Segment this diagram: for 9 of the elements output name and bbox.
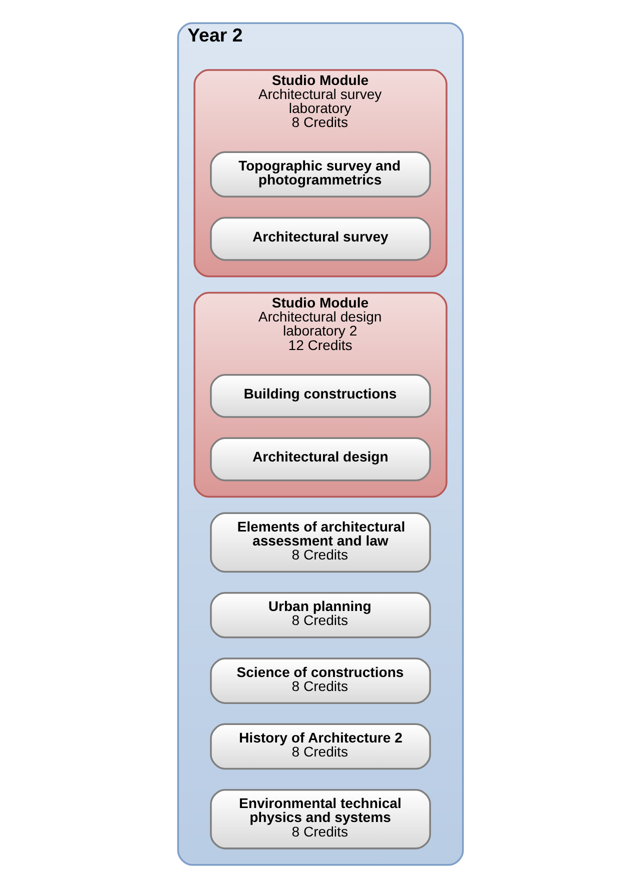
node-box: Architectural design <box>210 437 430 482</box>
node-box: History of Architecture 2 8 Credits <box>210 723 430 770</box>
node-box: Urban planning 8 Credits <box>210 592 430 638</box>
node-box: Architectural survey <box>210 216 430 261</box>
node-box: Elements of architectural assessment and law 8 Credits <box>210 512 430 573</box>
node-box: Science of constructions 8 Credits <box>210 658 430 704</box>
node-box: Building constructions <box>210 374 430 418</box>
node-box: Topographic survey and photogrammetrics <box>210 151 430 198</box>
node-box: Environmental technical physics and systems 8 Credits <box>210 788 430 850</box>
